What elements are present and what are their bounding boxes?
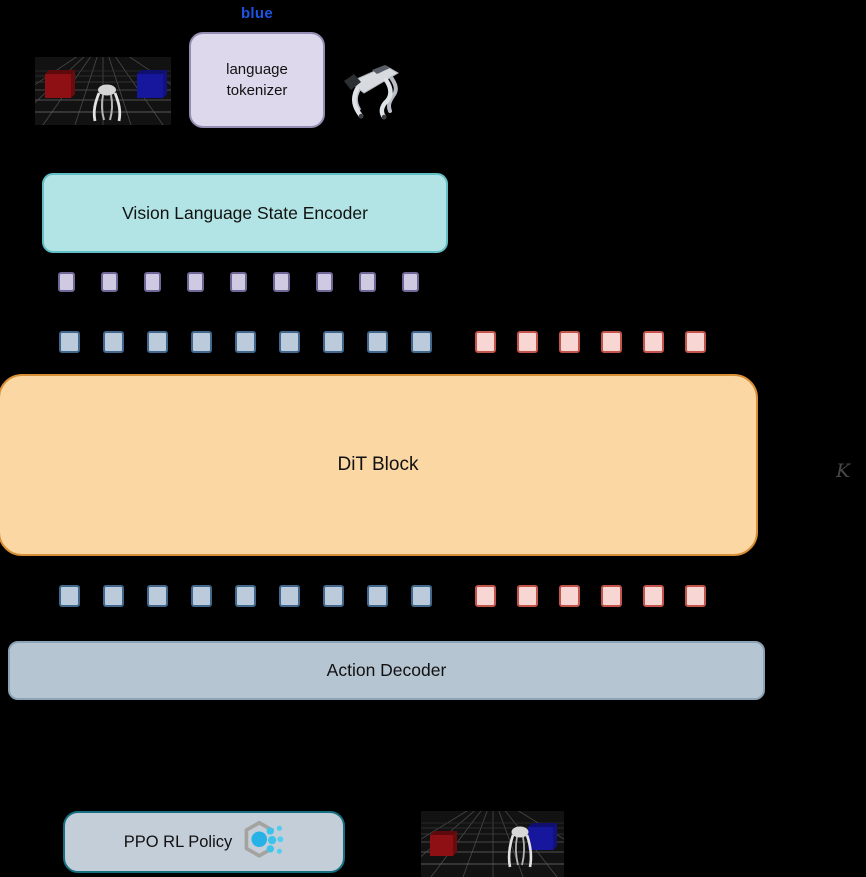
sim-scene-bottom-image — [421, 811, 564, 877]
language-tokenizer-box: language tokenizer — [189, 32, 325, 128]
token-square — [273, 272, 290, 292]
vision-language-state-encoder-label: Vision Language State Encoder — [122, 202, 368, 223]
robot-hind-leg-near — [379, 77, 393, 120]
token-square — [191, 585, 212, 607]
robot-figure — [507, 826, 533, 868]
token-square — [475, 331, 496, 353]
red-cube — [430, 831, 457, 856]
ppo-rl-policy-box: PPO RL Policy — [63, 811, 345, 873]
robot-foot — [358, 113, 364, 119]
robot-figure — [92, 84, 122, 122]
hexagon-network-icon — [240, 818, 284, 866]
token-square — [559, 331, 580, 353]
token-square — [475, 585, 496, 607]
token-square — [411, 331, 432, 353]
robot-photo — [340, 54, 408, 122]
dit-block-label: DiT Block — [337, 454, 419, 475]
token-square — [58, 272, 75, 292]
action-decoder-label: Action Decoder — [326, 660, 447, 680]
token-square — [235, 331, 256, 353]
robot-front-leg-near — [351, 86, 364, 119]
token-square — [187, 272, 204, 292]
token-square — [103, 585, 124, 607]
token-square — [359, 272, 376, 292]
token-square — [230, 272, 247, 292]
ppo-rl-policy-label: PPO RL Policy — [123, 832, 233, 851]
token-square — [367, 585, 388, 607]
dit-output-state-token-row — [59, 585, 432, 607]
token-square — [59, 585, 80, 607]
robot-dog-image — [344, 65, 399, 120]
token-square — [279, 585, 300, 607]
sim-scene-top — [35, 57, 171, 125]
dit-output-action-token-row — [475, 585, 706, 607]
token-square — [601, 331, 622, 353]
token-square — [101, 272, 118, 292]
sim-scene-top-image — [35, 57, 171, 125]
token-square — [103, 331, 124, 353]
instruction-word: blue — [240, 5, 274, 22]
token-square — [279, 331, 300, 353]
dit-input-state-token-row — [59, 331, 432, 353]
token-square — [144, 272, 161, 292]
token-square — [559, 585, 580, 607]
blue-cube — [137, 70, 167, 98]
action-decoder-box: Action Decoder — [8, 641, 765, 700]
robot-head — [344, 74, 361, 90]
dit-input-noise-token-row — [475, 331, 706, 353]
token-square — [517, 585, 538, 607]
token-square — [517, 331, 538, 353]
repeat-count-annotation: K — [836, 460, 851, 482]
blue-cube — [528, 823, 557, 850]
token-square — [147, 585, 168, 607]
token-square — [323, 585, 344, 607]
token-square — [367, 331, 388, 353]
token-square — [402, 272, 419, 292]
red-cube — [45, 70, 75, 98]
encoder-output-token-row — [58, 272, 419, 292]
language-tokenizer-label-line2: tokenizer — [226, 82, 288, 99]
token-square — [323, 331, 344, 353]
robot-hind-leg-far — [387, 74, 398, 113]
dit-block-box: DiT Block — [0, 374, 758, 556]
token-square — [235, 585, 256, 607]
token-square — [685, 331, 706, 353]
token-square — [643, 585, 664, 607]
robot-body-panel — [372, 65, 390, 74]
token-square — [59, 331, 80, 353]
token-square — [191, 331, 212, 353]
language-tokenizer-label-line1: language — [226, 61, 288, 78]
token-square — [411, 585, 432, 607]
token-square — [643, 331, 664, 353]
sim-scene-bottom — [421, 811, 564, 877]
token-square — [316, 272, 333, 292]
token-square — [147, 331, 168, 353]
token-square — [685, 585, 706, 607]
token-square — [601, 585, 622, 607]
vision-language-state-encoder-box: Vision Language State Encoder — [42, 173, 448, 253]
robot-foot — [381, 114, 387, 120]
